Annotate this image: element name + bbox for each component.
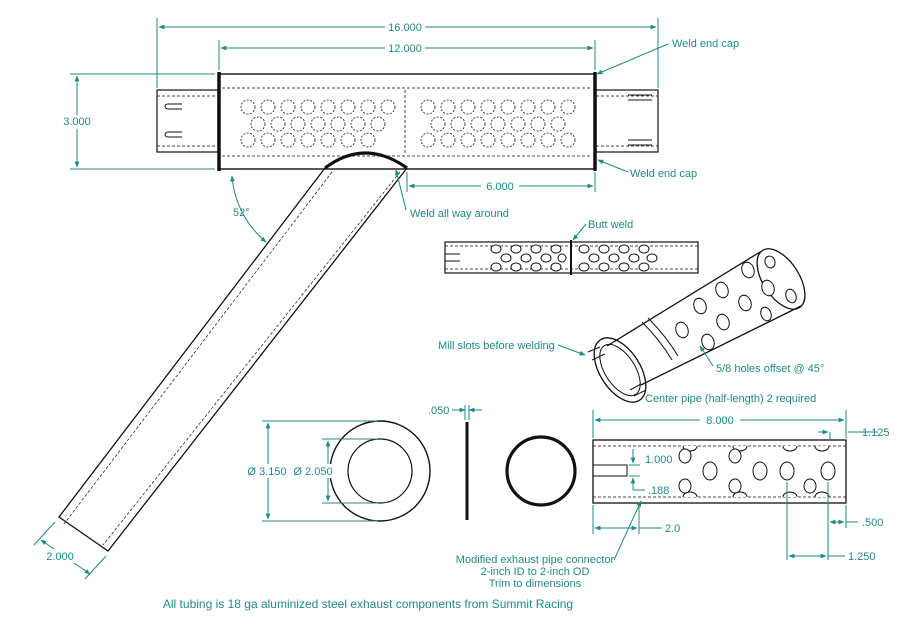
washer-inner — [347, 438, 413, 504]
center-pipe-length-dim: 8.000 — [706, 415, 734, 427]
washer-outer — [329, 420, 431, 522]
end-offset-dim: 1.125 — [862, 427, 890, 439]
inner-diameter-dim: Ø 2.050 — [293, 466, 332, 478]
weld-end-cap-bottom-note: Weld end cap — [630, 168, 697, 180]
angle-dim: 52° — [233, 207, 250, 219]
footer-note: All tubing is 18 ga aluminized steel exh… — [163, 597, 573, 611]
center-pipe-detail: 8.000 1.125 1.000 .188 2.0 .500 1.250 — [592, 410, 890, 563]
weld-all-around-note: Weld all way around — [410, 208, 509, 220]
weld-bead — [324, 151, 408, 170]
muffler-internal-holes — [240, 99, 576, 148]
angled-outlet-pipe — [58, 167, 408, 552]
mill-slots-note: Mill slots before welding — [438, 340, 555, 352]
outer-diameter-dim: Ø 3.150 — [247, 466, 286, 478]
hole-edge-dim: .500 — [862, 517, 883, 529]
thin-ring — [505, 435, 577, 507]
center-pipe-isometric: 5/8 holes offset @ 45° Mill slots before… — [438, 248, 824, 405]
center-pipe-side-view: Butt weld — [444, 219, 699, 275]
hole-spacing-dim: 1.250 — [848, 551, 876, 563]
connector-note-line2: 2-inch ID to 2-inch OD — [481, 566, 590, 578]
center-pipe-note: Center pipe (half-length) 2 required — [645, 393, 816, 405]
main-dimensions: 16.000 12.000 3.000 6.000 52° 2.000 — [33, 18, 659, 580]
connector-note-line1: Modified exhaust pipe connector — [456, 554, 615, 566]
inlet-stub — [156, 89, 219, 153]
connector-note-line3: Trim to dimensions — [489, 578, 582, 590]
outlet-stub — [595, 89, 659, 153]
slot-width-dim: .188 — [648, 485, 669, 497]
muffler-assembly — [58, 72, 659, 552]
slot-depth-dim: 1.000 — [645, 454, 673, 466]
butt-weld-note: Butt weld — [588, 219, 633, 231]
pipe-width-dim: 2.000 — [46, 551, 74, 563]
weld-callouts: Weld end cap Weld end cap Weld all way a… — [394, 38, 739, 220]
overall-length-dim: 16.000 — [388, 22, 422, 34]
connector-callout: Modified exhaust pipe connector 2-inch I… — [456, 500, 642, 590]
muffler-height-dim: 3.000 — [63, 116, 91, 128]
holes-offset-note: 5/8 holes offset @ 45° — [716, 363, 824, 375]
muffler-length-dim: 12.000 — [388, 43, 422, 55]
weld-end-cap-top-note: Weld end cap — [672, 38, 739, 50]
gasket-thickness-dim: .050 — [428, 405, 449, 417]
first-hole-dim: 2.0 — [665, 523, 680, 535]
outlet-offset-dim: 6.000 — [486, 181, 514, 193]
ring-views: Ø 3.150 Ø 2.050 .050 — [240, 405, 577, 522]
